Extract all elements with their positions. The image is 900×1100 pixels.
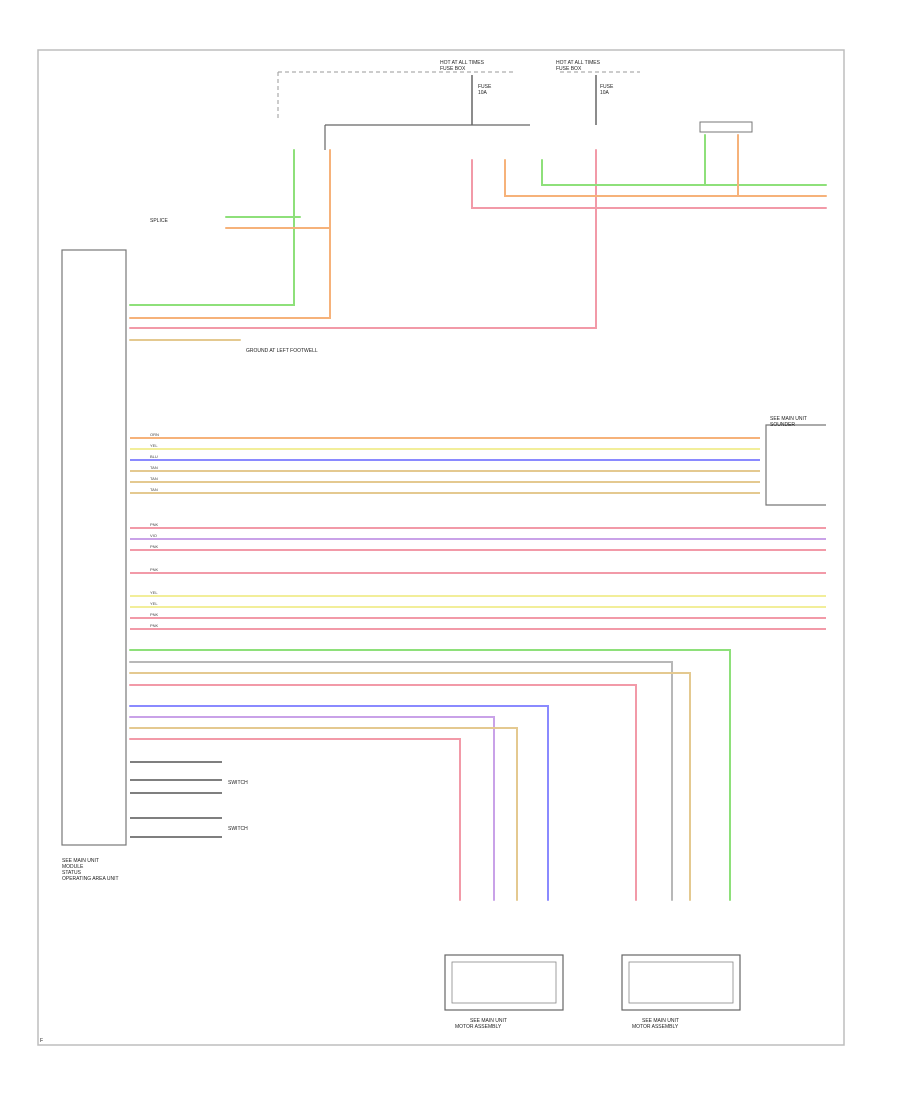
switch-bottom-label: SWITCH	[228, 826, 248, 832]
feed-wires	[129, 134, 827, 341]
top-source-right-l2: FUSE BOX	[556, 66, 582, 72]
ground-note: GROUND AT LEFT FOOTWELL	[246, 348, 318, 354]
wire-code-group-3-2: PNK	[150, 612, 159, 617]
splice-left-label: SPLICE	[150, 218, 168, 224]
wire-code-group-3-3: PNK	[150, 623, 159, 628]
fuse-left-l1: FUSE	[478, 84, 492, 90]
wire-groups: ORN YEL BLU TAN TAN TAN PNK VIO PNK PNK YEL YEL PNK P…	[130, 432, 826, 630]
wire-code-group-2-0: PNK	[150, 522, 159, 527]
top-source-left: HOT AT ALL TIMES FUSE BOX FUSE 10A	[277, 60, 515, 120]
motor-left-l1: SEE MAIN UNIT	[470, 1018, 507, 1024]
wire-code-group-1-4: TAN	[150, 476, 158, 481]
top-source-right-l1: HOT AT ALL TIMES	[556, 60, 601, 66]
top-source-left-l2: FUSE BOX	[440, 66, 466, 72]
top-right-connector	[699, 121, 753, 133]
diagram-frame	[37, 49, 845, 1046]
wire-code-group-1-0: ORN	[150, 432, 159, 437]
wire-code-group-1-5: TAN	[150, 487, 158, 492]
wire-code-group-1-2: BLU	[150, 454, 158, 459]
wire-code-group-2-3: PNK	[150, 567, 159, 572]
module-label-4: OPERATING AREA UNIT	[62, 876, 119, 882]
wire-code-group-1-3: TAN	[150, 465, 158, 470]
wire-code-group-3-0: YEL	[150, 590, 158, 595]
right-unit-l1: SEE MAIN UNIT	[770, 416, 807, 422]
right-unit-box	[765, 424, 826, 506]
switch-top-label: SWITCH	[228, 780, 248, 786]
module-label-3: STATUS	[62, 870, 82, 876]
top-source-left-l1: HOT AT ALL TIMES	[440, 60, 485, 66]
wire-code-group-3-1: YEL	[150, 601, 158, 606]
wire-code-group-2-2: PNK	[150, 544, 159, 549]
motor-wires	[129, 649, 731, 901]
fuse-right-l1: FUSE	[600, 84, 614, 90]
wire-code-group-1-1: YEL	[150, 443, 158, 448]
motor-right-l2: MOTOR ASSEMBLY	[632, 1024, 679, 1030]
fuse-right-l2: 10A	[600, 90, 610, 96]
module-label-1: SEE MAIN UNIT	[62, 858, 99, 864]
fuse-left-l2: 10A	[478, 90, 488, 96]
motor-left-l2: MOTOR ASSEMBLY	[455, 1024, 502, 1030]
wire-code-group-2-1: VIO	[150, 533, 157, 538]
motor-right: SEE MAIN UNIT MOTOR ASSEMBLY	[621, 954, 741, 1030]
footer-id: F	[40, 1038, 43, 1044]
right-unit-l2: SOUNDER	[770, 422, 795, 428]
switch-wires	[130, 761, 222, 838]
motor-left: SEE MAIN UNIT MOTOR ASSEMBLY	[444, 954, 564, 1030]
module-label-2: MODULE	[62, 864, 84, 870]
motor-right-l1: SEE MAIN UNIT	[642, 1018, 679, 1024]
main-module	[61, 249, 127, 846]
top-source-right: HOT AT ALL TIMES FUSE BOX FUSE 10A	[556, 60, 640, 96]
